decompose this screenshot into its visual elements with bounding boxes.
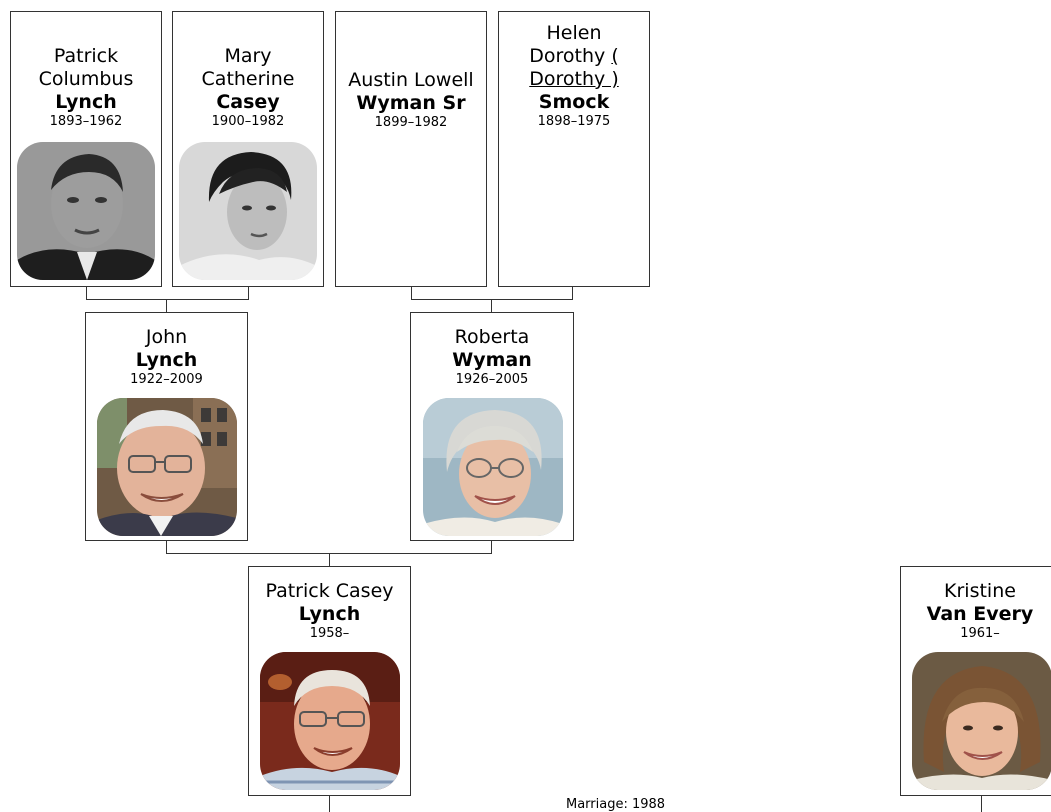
portrait-photo — [17, 142, 155, 280]
person-card-john-lynch[interactable]: John Lynch 1922–2009 — [85, 312, 248, 541]
person-card-helen-dorothy-smock[interactable]: Helen Dorothy ( Dorothy ) Smock 1898–197… — [498, 11, 650, 287]
portrait-photo — [97, 398, 237, 536]
connector-line — [86, 299, 249, 300]
surname: Lynch — [135, 349, 198, 371]
life-dates: 1893–1962 — [49, 114, 123, 129]
connector-line — [491, 299, 492, 313]
connector-line — [491, 540, 492, 553]
nickname-link[interactable]: Dorothy ) — [529, 68, 619, 90]
given-name-line: Catherine — [201, 68, 295, 90]
life-dates: 1899–1982 — [374, 115, 448, 130]
life-dates: 1900–1982 — [211, 114, 285, 129]
surname: Wyman Sr — [356, 92, 466, 114]
portrait-photo — [912, 652, 1051, 790]
connector-line — [572, 286, 573, 299]
life-dates: 1961– — [960, 626, 1000, 641]
person-card-roberta-wyman[interactable]: Roberta Wyman 1926–2005 — [410, 312, 574, 541]
life-dates: 1958– — [309, 626, 350, 641]
connector-line — [329, 553, 330, 567]
connector-line — [411, 286, 412, 299]
given-name-line: Patrick — [53, 45, 119, 67]
given-name-line: Columbus — [38, 68, 134, 90]
person-card-patrick-casey-lynch[interactable]: Patrick Casey Lynch 1958– — [248, 566, 411, 796]
life-dates: 1922–2009 — [130, 372, 203, 387]
surname: Smock — [538, 91, 610, 113]
given-name-line: John — [145, 326, 188, 348]
nickname-link[interactable]: ( — [611, 45, 619, 67]
given-name-line: Kristine — [944, 580, 1016, 602]
given-name-line: Helen — [546, 22, 602, 44]
surname: Lynch — [55, 91, 117, 113]
surname: Lynch — [298, 603, 361, 625]
person-card-kristine-van-every[interactable]: Kristine Van Every 1961– — [900, 566, 1051, 796]
connector-line — [86, 286, 87, 299]
portrait-photo — [260, 652, 400, 790]
connector-line — [411, 299, 573, 300]
life-dates: 1898–1975 — [537, 114, 611, 129]
surname: Casey — [216, 91, 280, 113]
life-dates: 1926–2005 — [455, 372, 529, 387]
connector-line — [981, 795, 982, 812]
surname: Wyman — [452, 349, 532, 371]
connector-line — [329, 795, 330, 812]
marriage-label: Marriage: 1988 — [566, 797, 666, 812]
given-name-line: Roberta — [454, 326, 530, 348]
given-name-line: Patrick Casey — [265, 580, 394, 602]
connector-line — [248, 286, 249, 299]
given-name-line: Austin Lowell — [348, 69, 474, 91]
person-card-mary-catherine-casey[interactable]: Mary Catherine Casey 1900–1982 — [172, 11, 324, 287]
given-name-line: Dorothy ( — [499, 45, 649, 68]
connector-line — [166, 299, 167, 313]
surname: Van Every — [926, 603, 1034, 625]
person-card-austin-lowell-wyman-sr[interactable]: Austin Lowell Wyman Sr 1899–1982 — [335, 11, 487, 287]
connector-line — [166, 540, 167, 553]
given-name-line: Dorothy ) — [499, 68, 649, 91]
given-name-text: Dorothy — [529, 45, 612, 67]
person-card-patrick-columbus-lynch[interactable]: Patrick Columbus Lynch 1893–1962 — [10, 11, 162, 287]
portrait-photo — [423, 398, 563, 536]
portrait-photo — [179, 142, 317, 280]
given-name-line: Mary — [224, 45, 272, 67]
